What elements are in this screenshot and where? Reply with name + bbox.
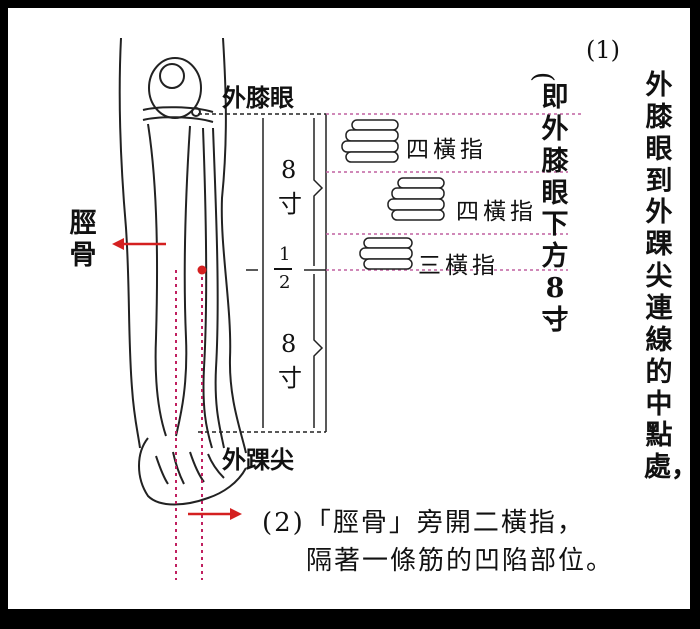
- note-1-paren-close: ): [540, 313, 571, 325]
- leg-outline: [118, 37, 247, 506]
- tibia-label: 脛骨: [69, 208, 97, 271]
- measure-box: [198, 113, 327, 433]
- note-1-main-text: 外膝眼到外踝尖連線的中點處，: [644, 70, 690, 484]
- three-fingers-label: 三橫指: [418, 253, 499, 279]
- lower-measure-unit: 寸: [278, 364, 302, 392]
- finger-icon-four-1: [341, 119, 399, 163]
- upper-measure-unit: 寸: [278, 190, 302, 218]
- note-2-line-1: (2)「脛骨」旁開二橫指，: [262, 508, 585, 538]
- half-denominator: 2: [279, 272, 291, 293]
- outer-ankle-tip-label: 外踝尖: [222, 445, 294, 474]
- diagram-frame: 外膝眼 外踝尖 脛骨 8 寸 1 2 8 寸 四橫指 四橫指 三橫指 (1) 外…: [8, 8, 690, 609]
- tibia-arrow-head: [112, 238, 124, 250]
- four-fingers-label-2: 四橫指: [456, 199, 537, 225]
- note-2-line-2: 隔著一條筋的凹陷部位。: [306, 546, 615, 576]
- lower-measure-number: 8: [281, 330, 297, 358]
- side-arrow-head: [230, 508, 242, 520]
- note-1-paren-text: 即外膝眼下方8寸: [541, 82, 569, 337]
- leg-illustration: [112, 37, 583, 580]
- note-1-paren-open: (: [528, 71, 559, 83]
- outer-knee-eye-label: 外膝眼: [222, 83, 294, 112]
- acupoint-marker: [197, 265, 207, 275]
- finger-icon-four-2: [387, 177, 445, 221]
- four-fingers-label-1: 四橫指: [406, 137, 487, 163]
- upper-measure-number: 8: [281, 156, 297, 184]
- finger-leaders: [326, 113, 583, 271]
- note-1-number: (1): [586, 36, 620, 64]
- fraction-bar: [274, 268, 292, 270]
- half-numerator: 1: [279, 244, 291, 265]
- finger-icon-three: [359, 237, 413, 270]
